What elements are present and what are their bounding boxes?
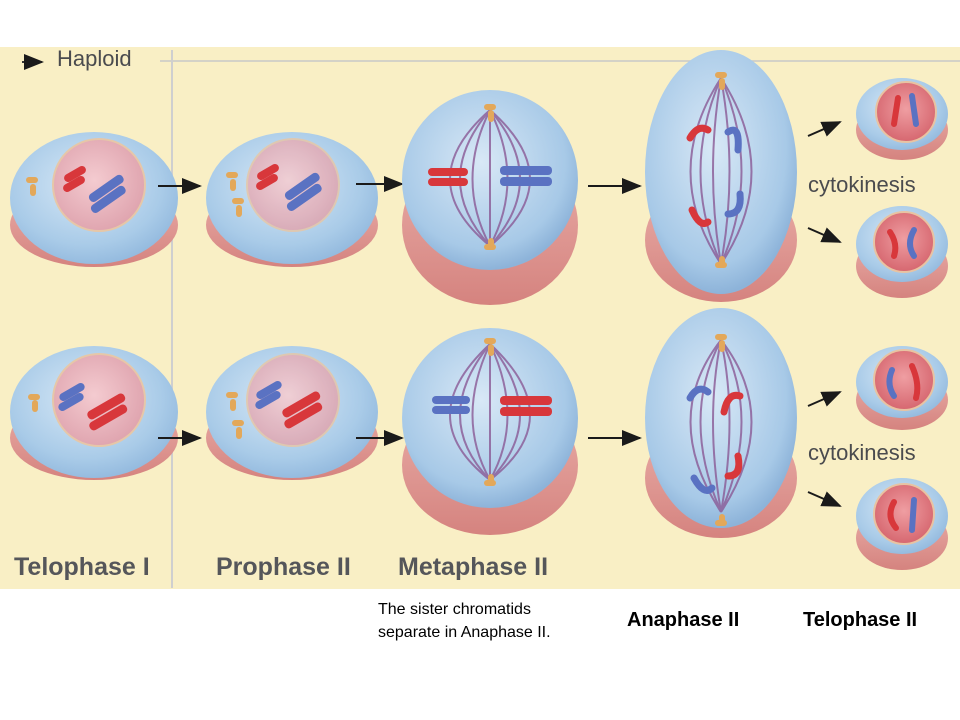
chromosome-red (887, 229, 899, 259)
chromosome-blue (909, 497, 917, 533)
arrow (807, 491, 842, 507)
chromosome-red (724, 452, 743, 480)
stage-label-telophase-2: Telophase II (803, 609, 918, 631)
daughter-cell-3 (856, 346, 948, 430)
centrosome (484, 104, 496, 250)
chromosome-red (63, 166, 86, 192)
stage-label-anaphase-2: Anaphase II (627, 609, 740, 631)
caption-line-2: separate in Anaphase II. (378, 624, 551, 641)
metaphase-2-cell-top (402, 90, 578, 305)
centrosome (484, 338, 496, 486)
stage-label-prophase-2: Prophase II (216, 553, 351, 581)
chromosome-blue (88, 174, 126, 213)
prophase-2-cell-top (206, 132, 378, 267)
centrosome (715, 72, 727, 268)
centrosome (226, 392, 244, 439)
chromosome-red (686, 124, 712, 142)
stage-label-metaphase-2: Metaphase II (398, 553, 549, 581)
anaphase-2-cell-bottom (645, 308, 797, 538)
stage-label-telophase-1: Telophase I (14, 553, 150, 581)
daughter-cell-2 (856, 206, 948, 298)
cytokinesis-label-bottom: cytokinesis (808, 440, 916, 465)
arrow (807, 121, 842, 137)
chromosome-red (688, 206, 712, 227)
chromosome-red (282, 391, 323, 429)
chromosome-red (428, 168, 468, 186)
arrow (807, 227, 842, 243)
chromosome-blue (724, 190, 744, 218)
chromosome-blue (58, 383, 85, 411)
chromosome-blue (909, 93, 919, 127)
caption-line-1: The sister chromatids (378, 601, 531, 618)
chromosome-blue (284, 172, 322, 211)
prophase-2-cell-bottom (206, 346, 378, 480)
arrow (807, 391, 842, 407)
chromosome-blue (907, 227, 917, 259)
chromosome-red (87, 393, 128, 431)
chromosome-red (256, 164, 279, 190)
centrosome (715, 334, 727, 526)
chromosome-blue (255, 381, 282, 409)
chromosome-blue (886, 367, 897, 399)
chromosome-blue (724, 126, 742, 154)
spindle-fibers (689, 77, 753, 265)
centrosome (26, 177, 38, 196)
haploid-label: Haploid (57, 46, 132, 71)
chromosome-red (891, 95, 901, 127)
centrosome (28, 394, 40, 412)
chromosome-red (909, 363, 921, 401)
daughter-cell-1 (856, 78, 948, 160)
chromosome-red (887, 499, 899, 531)
chromosome-blue (432, 396, 470, 414)
anaphase-2-cell-top (645, 50, 797, 302)
chromosome-red (500, 396, 552, 416)
telophase-1-cell-bottom (10, 346, 178, 480)
chromosome-red (720, 391, 744, 416)
metaphase-2-cell-bottom (402, 328, 578, 535)
centrosome (226, 172, 244, 217)
daughter-cell-4 (856, 478, 948, 570)
chromosome-blue (690, 474, 716, 494)
chromosome-blue (500, 166, 552, 186)
chromosome-blue (686, 385, 712, 402)
cytokinesis-label-top: cytokinesis (808, 172, 916, 197)
telophase-1-cell-top (10, 132, 178, 267)
caption: The sister chromatids separate in Anapha… (378, 598, 618, 644)
